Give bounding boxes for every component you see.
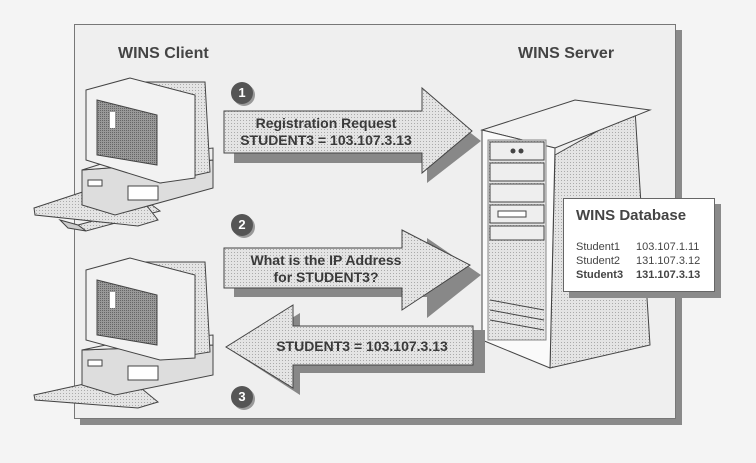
row-ip: 103.107.1.11	[636, 241, 700, 253]
row-ip: 131.107.3.13	[636, 269, 701, 281]
server-tower-icon	[480, 99, 652, 369]
database-row-highlighted: Student3 131.107.3.13	[576, 269, 700, 281]
row-name: Student3	[576, 269, 624, 281]
arrow-ip-response	[225, 304, 485, 395]
arrow-1-label: Registration Request STUDENT3 = 103.107.…	[226, 115, 426, 149]
arrow-2-label: What is the IP Address for STUDENT3?	[226, 252, 426, 286]
step-badge-2: 2	[231, 214, 253, 236]
arrow-2-line-2: for STUDENT3?	[273, 269, 379, 285]
client-computer-icon	[33, 77, 214, 232]
database-row: Student2 131.107.3.12	[576, 255, 700, 267]
arrow-3-line-1: STUDENT3 = 103.107.3.13	[276, 338, 448, 354]
arrow-1-line-1: Registration Request	[255, 115, 397, 131]
wins-database-box: WINS Database Student1 103.107.1.11 Stude…	[563, 198, 715, 292]
arrow-1-line-2: STUDENT3 = 103.107.3.13	[240, 132, 412, 148]
arrow-ip-query	[223, 229, 481, 318]
step-badge-1: 1	[231, 82, 253, 104]
arrow-2-line-1: What is the IP Address	[250, 252, 402, 268]
database-row: Student1 103.107.1.11	[576, 241, 699, 253]
arrow-3-label: STUDENT3 = 103.107.3.13	[262, 338, 462, 355]
server-title: WINS Server	[518, 45, 615, 62]
client-computer-icon	[33, 257, 214, 409]
database-title: WINS Database	[576, 207, 687, 224]
client-title: WINS Client	[118, 45, 209, 62]
step-badge-3: 3	[231, 386, 253, 408]
arrow-registration-request	[223, 86, 481, 183]
row-name: Student2	[576, 255, 621, 267]
row-name: Student1	[576, 241, 621, 253]
row-ip: 131.107.3.12	[636, 255, 701, 267]
